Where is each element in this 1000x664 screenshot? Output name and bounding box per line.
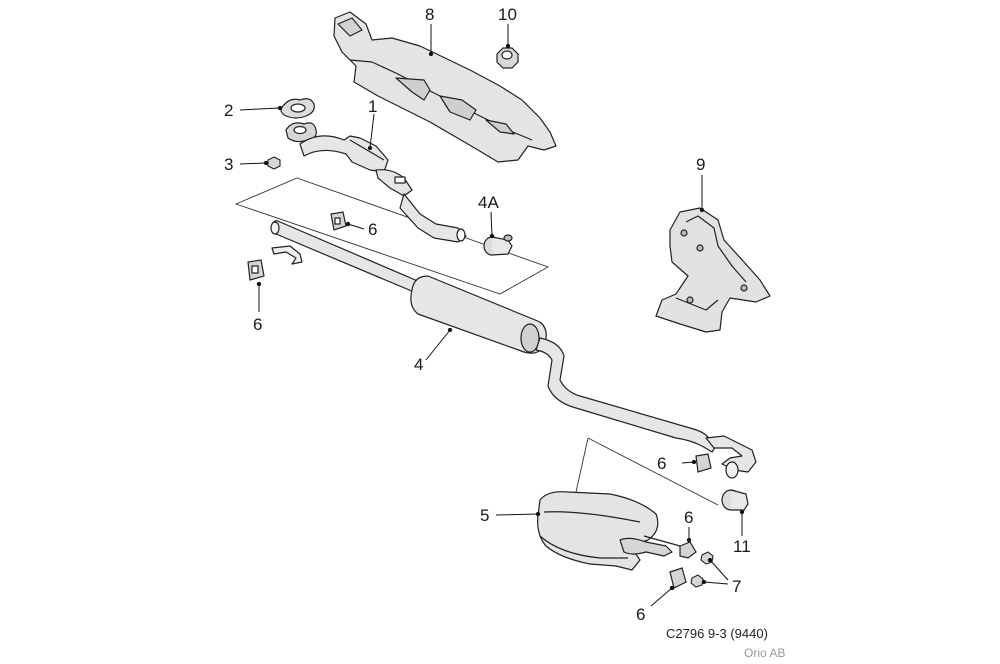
callout-7: 7: [732, 577, 741, 596]
heat-shield-rear: [655, 207, 771, 333]
callout-6a: 6: [368, 220, 377, 239]
callout-6b: 6: [253, 315, 262, 334]
small-nut: [267, 156, 281, 170]
callout-3: 3: [224, 155, 233, 174]
diagram-code: C2796 9-3 (9440): [666, 626, 768, 641]
callout-6c: 6: [657, 454, 666, 473]
heat-shield-front: [333, 11, 557, 163]
leader-lines: [239, 24, 745, 607]
callout-labels: 8 10 2 1 3 4A 6 6 9 4 6 5 6 11 7 6: [224, 5, 751, 624]
callout-9: 9: [696, 155, 705, 174]
callout-4a: 4A: [478, 193, 499, 212]
rear-group-bracket: [575, 437, 719, 506]
front-pipe-catalytic-converter: [285, 122, 467, 243]
flange-nut: [496, 47, 519, 69]
callout-1: 1: [368, 97, 377, 116]
gasket: [280, 98, 315, 119]
clamp-11: [721, 489, 749, 511]
small-nuts-7: [690, 551, 714, 588]
callout-6d: 6: [684, 508, 693, 527]
callout-8: 8: [425, 5, 434, 24]
callout-5: 5: [480, 506, 489, 525]
callout-4: 4: [414, 355, 423, 374]
callout-11: 11: [733, 537, 751, 556]
callout-10: 10: [498, 5, 517, 24]
front-group-bracket: [234, 177, 550, 295]
callout-2: 2: [224, 101, 233, 120]
rear-silencer: [537, 491, 681, 571]
intermediate-pipe-silencer: [270, 220, 757, 479]
rubber-hanger: [247, 211, 712, 589]
brand-credit: Orio AB: [744, 646, 786, 660]
clamp-4a: [483, 234, 513, 256]
callout-6e: 6: [636, 605, 645, 624]
